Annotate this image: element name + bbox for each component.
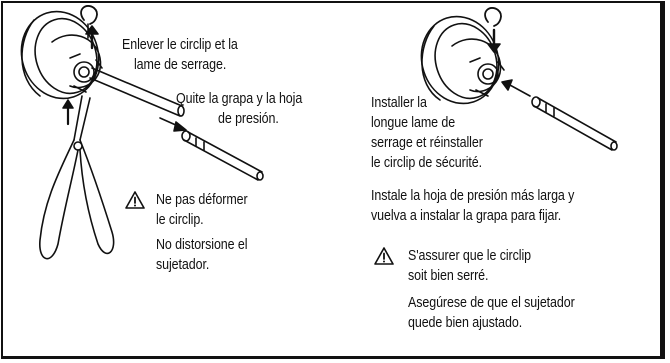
- right-warning-fr-line2: soit bien serré.: [408, 268, 489, 284]
- right-instruction-fr-line2: longue lame de: [371, 115, 456, 131]
- left-hub-drawing: [20, 5, 103, 100]
- right-instruction-fr-line3: serrage et réinstaller: [371, 135, 483, 151]
- left-callout-fr-line2: lame de serrage.: [134, 57, 227, 73]
- right-warning-es-line2: quede bien ajustado.: [408, 315, 523, 331]
- left-warning-fr-line2: le circlip.: [156, 212, 204, 228]
- right-instruction-fr-line1: Installer la: [371, 95, 427, 111]
- right-pin-drawing: [531, 96, 618, 151]
- right-warning-es-line1: Asegúrese de que el sujetador: [408, 295, 575, 311]
- right-warning-fr-line1: S'assurer que le circlip: [408, 248, 531, 264]
- right-instruction-es-line2: vuelva a instalar la grapa para fijar.: [371, 208, 562, 224]
- left-rod-drawing: [89, 67, 264, 181]
- warning-triangle-icon: [374, 247, 394, 265]
- warning-triangle-icon: [125, 191, 145, 209]
- left-warning-es-line1: No distorsione el: [156, 237, 248, 253]
- left-callout-fr-line1: Enlever le circlip et la: [122, 37, 238, 53]
- right-instruction-es-line1: Instale la hoja de presión más larga y: [371, 188, 575, 204]
- left-warning-es-line2: sujetador.: [156, 257, 210, 273]
- right-hub-drawing: [420, 7, 531, 105]
- left-callout-es-line2: de presión.: [218, 111, 279, 127]
- page-frame: [1, 1, 665, 359]
- right-instruction-fr-line4: le circlip de sécurité.: [371, 155, 482, 171]
- pliers-drawing: [39, 95, 115, 260]
- left-warning-fr-line1: Ne pas déformer: [156, 192, 248, 208]
- left-callout-es-line1: Quite la grapa y la hoja: [176, 91, 303, 107]
